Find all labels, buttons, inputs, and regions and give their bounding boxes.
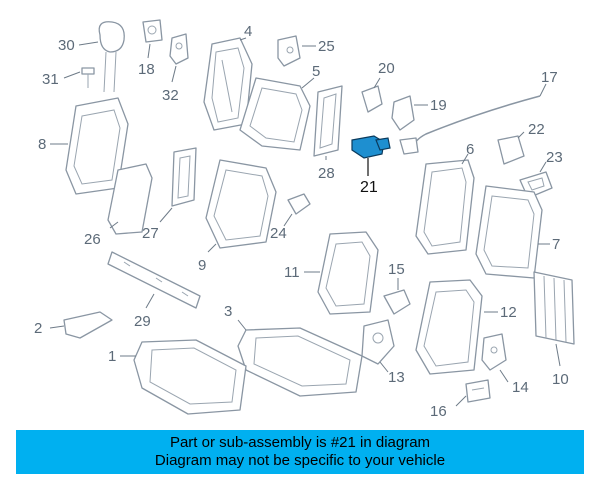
part-10-panel[interactable] bbox=[533, 271, 575, 345]
part-13-latch-assembly[interactable] bbox=[361, 319, 395, 365]
part-3-seat-cushion[interactable] bbox=[237, 327, 363, 397]
label-11: 11 bbox=[284, 264, 300, 281]
part-15-bracket[interactable] bbox=[383, 289, 411, 315]
label-6: 6 bbox=[466, 141, 474, 158]
part-25-bracket[interactable] bbox=[277, 35, 301, 67]
part-8-seatback-cushion[interactable] bbox=[65, 97, 129, 195]
part-2-trim-piece[interactable] bbox=[63, 311, 113, 339]
label-27: 27 bbox=[142, 225, 159, 242]
label-17: 17 bbox=[541, 69, 558, 86]
banner-line-1: Part or sub-assembly is #21 in diagram bbox=[169, 434, 431, 451]
label-25: 25 bbox=[318, 38, 335, 55]
part-32-bracket[interactable] bbox=[169, 33, 189, 65]
part-12-seatback[interactable] bbox=[415, 279, 483, 375]
part-11-seatback[interactable] bbox=[317, 231, 379, 315]
part-6-seatback-panel[interactable] bbox=[415, 159, 475, 255]
part-27-bracket[interactable] bbox=[171, 147, 197, 207]
label-3: 3 bbox=[224, 303, 232, 320]
part-20-bracket[interactable] bbox=[361, 85, 383, 113]
part-7-seatback-panel[interactable] bbox=[475, 185, 543, 279]
label-8: 8 bbox=[38, 136, 46, 153]
banner-line-2: Diagram may not be specific to your vehi… bbox=[154, 452, 446, 469]
label-16: 16 bbox=[430, 403, 447, 420]
label-20: 20 bbox=[378, 60, 395, 77]
label-24: 24 bbox=[270, 225, 287, 242]
label-22: 22 bbox=[528, 121, 545, 138]
label-30: 30 bbox=[58, 37, 75, 54]
label-9: 9 bbox=[198, 257, 206, 274]
label-23: 23 bbox=[546, 149, 563, 166]
label-10: 10 bbox=[552, 371, 569, 388]
label-7: 7 bbox=[552, 236, 560, 253]
part-28-bracket[interactable] bbox=[313, 85, 343, 157]
part-16-clip[interactable] bbox=[465, 379, 491, 403]
label-13: 13 bbox=[388, 369, 405, 386]
part-18-clip[interactable] bbox=[142, 19, 163, 43]
part-1-seat-cushion[interactable] bbox=[133, 339, 247, 415]
label-32: 32 bbox=[162, 87, 179, 104]
label-31: 31 bbox=[42, 71, 59, 88]
label-2: 2 bbox=[34, 320, 42, 337]
label-15: 15 bbox=[388, 261, 405, 278]
label-26: 26 bbox=[84, 231, 101, 248]
label-28: 28 bbox=[318, 165, 335, 182]
part-9-seatback[interactable] bbox=[205, 159, 277, 249]
label-19: 19 bbox=[430, 97, 447, 114]
part-21-latch-highlighted[interactable] bbox=[351, 135, 391, 159]
label-5: 5 bbox=[312, 63, 320, 80]
part-5-seatback-frame[interactable] bbox=[239, 77, 311, 151]
part-29-support-bar[interactable] bbox=[107, 251, 201, 309]
part-14-hinge-bracket[interactable] bbox=[481, 333, 507, 371]
part-22-bracket[interactable] bbox=[497, 135, 525, 165]
part-19-bracket[interactable] bbox=[391, 95, 415, 131]
part-17-cable[interactable] bbox=[399, 95, 541, 155]
label-12: 12 bbox=[500, 304, 517, 321]
info-banner: Part or sub-assembly is #21 in diagram D… bbox=[16, 430, 584, 474]
label-4: 4 bbox=[244, 23, 252, 40]
label-29: 29 bbox=[134, 313, 151, 330]
label-1: 1 bbox=[108, 348, 116, 365]
part-24-clip[interactable] bbox=[287, 193, 311, 215]
part-31-bolt[interactable] bbox=[81, 67, 95, 88]
label-14: 14 bbox=[512, 379, 529, 396]
label-18: 18 bbox=[138, 61, 155, 78]
part-26-side-cushion[interactable] bbox=[107, 163, 153, 235]
label-21: 21 bbox=[360, 179, 378, 196]
part-30-headrest[interactable] bbox=[98, 21, 125, 93]
